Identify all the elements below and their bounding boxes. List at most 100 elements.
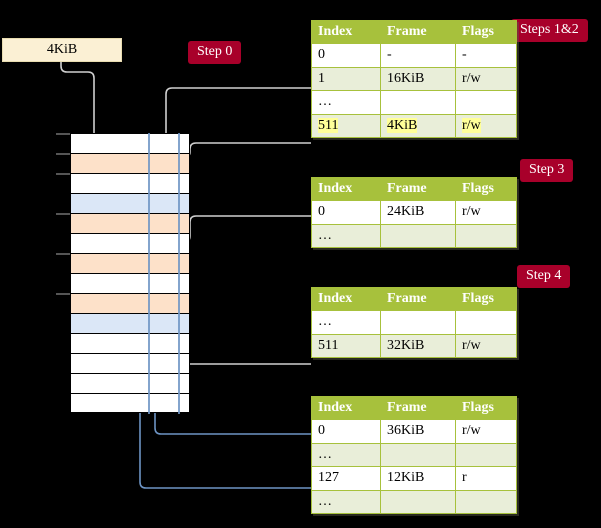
cell-frame: -: [380, 43, 456, 68]
cell-frame: 36KiB: [380, 419, 456, 444]
memory-frame-row: [70, 173, 190, 193]
cell-flags: [455, 223, 517, 249]
frame-boundary-tick: [56, 253, 70, 255]
memory-frame-row: [70, 273, 190, 293]
memory-frame-row: [70, 353, 190, 373]
cell-flags: -: [455, 43, 517, 68]
cell-flags: [455, 90, 517, 115]
cell-frame: 32KiB: [380, 333, 456, 359]
cell-frame: 12KiB: [380, 466, 456, 491]
page-box-label: 4KiB: [46, 42, 78, 57]
cell-index: …: [311, 223, 381, 249]
memory-frame-row: [70, 313, 190, 333]
memory-frame-row: [70, 373, 190, 393]
column-header-index: Index: [311, 286, 381, 312]
table-row: 0--: [311, 43, 517, 68]
cell-flags: r: [455, 466, 517, 491]
cell-index: 511: [311, 333, 381, 359]
wire-pd-row511: [166, 262, 311, 365]
frame-boundary-tick: [56, 173, 70, 175]
page-box-4kib: 4KiB: [2, 38, 122, 62]
memory-frame-grid: [56, 133, 190, 414]
cell-index: 511: [311, 113, 381, 138]
wire-pdp-row0: [174, 215, 311, 270]
memory-frame-row: [70, 153, 190, 173]
cell-frame: [380, 90, 456, 115]
column-header-index: Index: [311, 176, 381, 202]
table-row: …: [311, 223, 517, 249]
column-header-flags: Flags: [455, 19, 517, 45]
cell-frame: [380, 310, 456, 335]
column-header-frame: Frame: [380, 19, 456, 45]
column-header-index: Index: [311, 19, 381, 45]
memory-frame-row: [70, 393, 190, 413]
cell-flags: r/w: [455, 200, 517, 225]
grid-guide-line-1: [148, 133, 150, 414]
frame-boundary-tick: [56, 153, 70, 155]
table-row: …: [311, 489, 517, 514]
badge-step-0: Step 0: [188, 41, 242, 64]
memory-frame-row: [70, 233, 190, 253]
cell-index: …: [311, 489, 381, 514]
frame-boundary-tick: [56, 293, 70, 295]
cell-flags: r/w: [455, 419, 517, 444]
badge-step-4: Step 4: [517, 265, 571, 288]
table-row: …: [311, 442, 517, 468]
cell-flags: [455, 310, 517, 335]
column-header-index: Index: [311, 395, 381, 421]
cell-frame: [380, 489, 456, 514]
cell-flags: [455, 442, 517, 468]
table-row: …: [311, 310, 517, 335]
cell-frame: [380, 223, 456, 249]
column-header-frame: Frame: [380, 286, 456, 312]
cell-index: 0: [311, 200, 381, 225]
grid-guide-line-2: [178, 133, 180, 414]
cell-flags: r/w: [455, 333, 517, 359]
memory-frame-row: [70, 333, 190, 353]
cell-index: …: [311, 310, 381, 335]
column-header-frame: Frame: [380, 395, 456, 421]
frame-boundary-tick: [56, 213, 70, 215]
memory-frame-row: [70, 213, 190, 233]
cell-flags: r/w: [455, 113, 517, 138]
cell-frame: 16KiB: [380, 66, 456, 92]
badge-steps-1-2: Steps 1&2: [511, 19, 588, 42]
column-header-frame: Frame: [380, 176, 456, 202]
cell-index: 1: [311, 66, 381, 92]
cell-index: …: [311, 442, 381, 468]
cell-flags: [455, 489, 517, 514]
cell-frame: 4KiB: [380, 113, 456, 138]
cell-flags: r/w: [455, 66, 517, 92]
column-header-flags: Flags: [455, 176, 517, 202]
memory-frame-row: [70, 193, 190, 213]
cell-index: …: [311, 90, 381, 115]
cell-index: 0: [311, 419, 381, 444]
cell-index: 0: [311, 43, 381, 68]
frame-boundary-tick: [56, 133, 70, 135]
cell-frame: 24KiB: [380, 200, 456, 225]
column-header-flags: Flags: [455, 395, 517, 421]
memory-frame-row: [70, 253, 190, 273]
column-header-flags: Flags: [455, 286, 517, 312]
memory-frame-row: [70, 133, 190, 153]
memory-frame-row: [70, 293, 190, 313]
badge-step-3: Step 3: [520, 159, 574, 182]
cell-index: 127: [311, 466, 381, 491]
cell-frame: [380, 442, 456, 468]
wire-pml4-row511: [189, 142, 311, 152]
